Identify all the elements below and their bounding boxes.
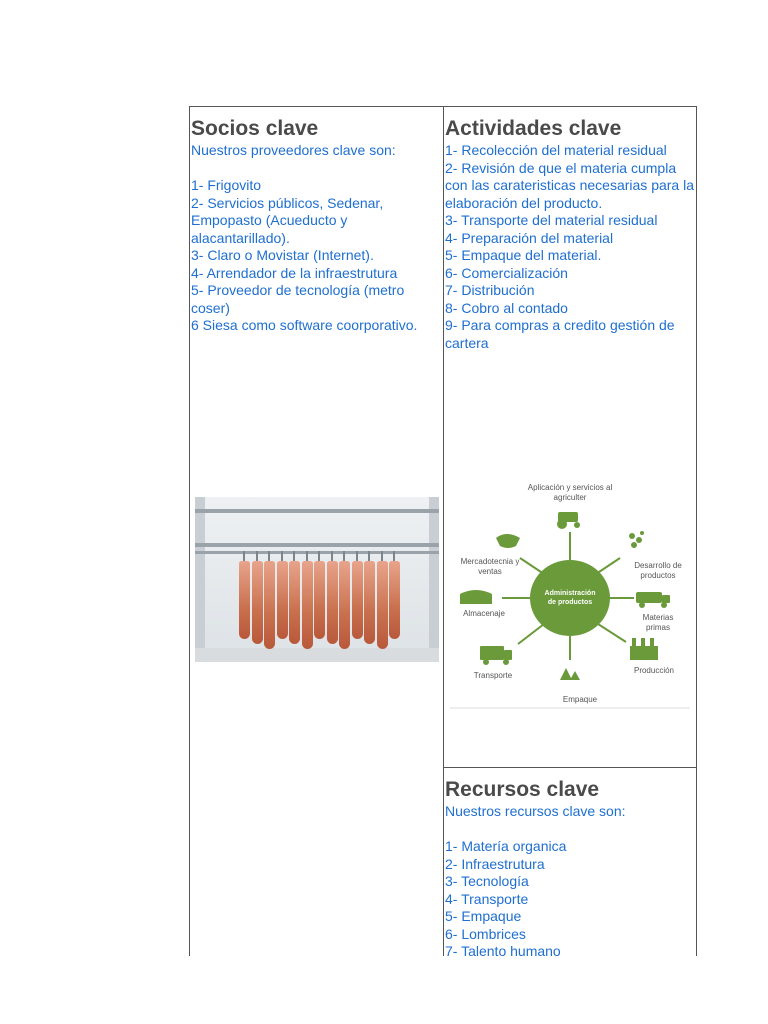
photo-floor: [195, 648, 439, 662]
center-label-2: de productos: [548, 599, 592, 606]
carcass: [326, 561, 338, 644]
list-item: 1- Frigovito: [191, 177, 262, 193]
list-item: 6- Comercialización: [445, 264, 568, 281]
hanging-carcasses-photo: [195, 497, 439, 662]
meat-hook: [305, 551, 308, 563]
arrow-line: [595, 557, 621, 575]
meat-hook: [380, 551, 383, 563]
tractor-icon: [557, 512, 580, 529]
list-item: 7- Talento humano: [445, 943, 561, 957]
actividades-clave-section: Actividades clave 1- Recolección del mat…: [445, 116, 695, 366]
carcass: [339, 561, 350, 649]
carcass: [276, 561, 288, 639]
meat-hook: [343, 551, 345, 563]
node-right-label-1: Materias: [643, 613, 674, 622]
actividades-list: 1- Recolección del material residual 2- …: [445, 142, 695, 352]
meat-hook: [293, 551, 295, 563]
list-item: 6- Lombrices: [445, 925, 526, 942]
node-left-bottom-label: Transporte: [474, 671, 513, 680]
list-item: 4- Transporte: [445, 890, 529, 907]
list-item: 8- Cobro al contado: [445, 299, 568, 316]
list-item: 3- Tecnología: [445, 873, 529, 889]
carcass: [389, 561, 400, 639]
node-left-top-label-2: ventas: [478, 567, 502, 576]
carcass: [301, 561, 313, 649]
socios-clave-title: Socios clave: [191, 117, 319, 140]
center-circle: [530, 560, 610, 636]
meat-hook: [355, 551, 358, 563]
node-left-top-label-1: Mercadotecnia y: [461, 557, 520, 566]
actividades-clave-title: Actividades clave: [445, 117, 622, 140]
node-right-top-label-1: Desarrollo de: [634, 561, 682, 570]
carcass: [376, 561, 388, 649]
truck-icon: [636, 592, 670, 608]
socios-clave-section: Socios clave Nuestros proveedores clave …: [191, 116, 441, 446]
product-management-diagram: Administración de productos: [446, 478, 694, 710]
list-item: 3- Transporte del material residual: [445, 212, 658, 228]
warehouse-icon: [460, 590, 492, 604]
photo-rail: [195, 551, 439, 554]
plant-molecule-icon: [629, 531, 644, 548]
spacer: [445, 821, 695, 839]
node-bottom-label: Empaque: [563, 695, 598, 704]
arrow-line: [519, 557, 545, 575]
list-item: 6 Siesa como software coorporativo.: [191, 317, 418, 333]
socios-list: 1- Frigovito 2- Servicios públicos, Sede…: [191, 177, 441, 335]
list-item: 4- Arrendador de la infraestrutura: [191, 264, 398, 281]
arrow-line: [517, 623, 545, 645]
bags-icon: [560, 668, 580, 680]
list-item: 5- Empaque del material.: [445, 247, 602, 263]
column-divider: [443, 106, 444, 956]
recursos-list: 1- Matería organica 2- Infraestrutura 3-…: [445, 838, 695, 957]
list-item: 1- Matería organica: [445, 838, 567, 854]
recursos-intro: Nuestros recursos clave son:: [445, 803, 626, 819]
factory-icon: [630, 638, 658, 660]
carcass: [314, 561, 325, 639]
node-right-label-2: primas: [646, 623, 670, 632]
recursos-clave-title: Recursos clave: [445, 778, 600, 801]
spacer: [191, 160, 441, 178]
list-item: 9- Para compras a credito gestión de car…: [445, 317, 675, 351]
meat-hook: [243, 551, 245, 563]
carcass: [364, 561, 375, 644]
list-item: 1- Recolección del material residual: [445, 142, 667, 158]
handshake-icon: [496, 534, 520, 548]
meat-hook: [368, 551, 370, 563]
row-divider: [444, 767, 697, 768]
node-top-label-1: Aplicación y servicios al: [528, 483, 613, 492]
list-item: 4- Preparación del material: [445, 229, 614, 246]
recursos-clave-section: Recursos clave Nuestros recursos clave s…: [445, 777, 695, 957]
delivery-truck-icon: [480, 646, 512, 665]
list-item: 2- Servicios públicos, Sedenar, Empopast…: [191, 194, 384, 246]
carcass: [251, 561, 263, 644]
list-item: 5- Empaque: [445, 908, 522, 924]
node-right-top-label-2: productos: [640, 571, 675, 580]
list-item: 2- Infraestrutura: [445, 855, 545, 872]
photo-wall: [195, 497, 205, 662]
carcass: [239, 561, 250, 639]
diagram-svg: Administración de productos: [450, 483, 690, 709]
meat-hook: [330, 551, 333, 563]
photo-rail: [195, 509, 439, 513]
node-left-label: Almacenaje: [463, 609, 505, 618]
node-top-label-2: agriculter: [554, 493, 587, 502]
arrow-line: [597, 623, 627, 643]
photo-rail: [195, 543, 439, 547]
meat-hook: [280, 551, 283, 563]
center-label-1: Administración: [545, 590, 596, 597]
meat-hook: [255, 551, 258, 563]
list-item: 7- Distribución: [445, 282, 535, 298]
list-item: 3- Claro o Movistar (Internet).: [191, 247, 374, 263]
list-item: 2- Revisión de que el materia cumpla con…: [445, 159, 695, 211]
photo-wall: [429, 497, 439, 662]
list-item: 5- Proveedor de tecnología (metro coser): [191, 282, 405, 316]
node-right-bottom-label: Producción: [634, 666, 674, 675]
meat-hook: [268, 551, 270, 563]
carcass: [264, 561, 275, 649]
socios-intro: Nuestros proveedores clave son:: [191, 142, 396, 158]
carcass: [351, 561, 363, 639]
carcass: [289, 561, 300, 644]
meat-hook: [318, 551, 320, 563]
meat-hook: [393, 551, 395, 563]
